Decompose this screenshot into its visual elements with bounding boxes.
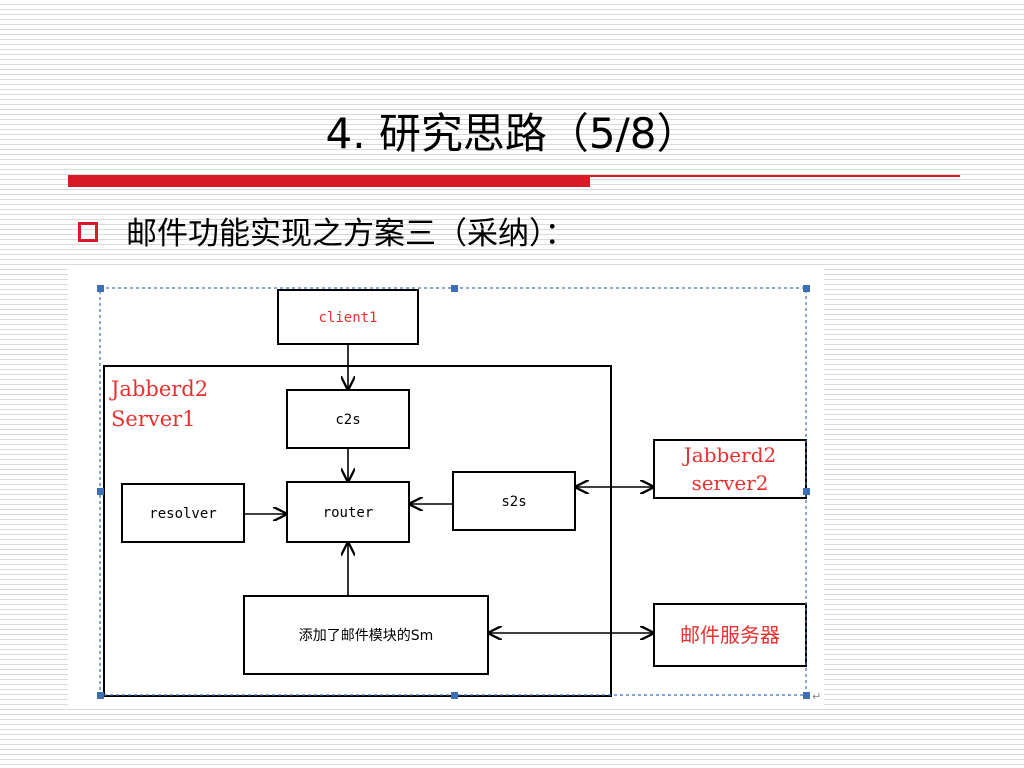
client1-label: client1	[318, 310, 377, 326]
selection-handle-bl[interactable]	[97, 692, 104, 699]
mail-server-label: 邮件服务器	[680, 623, 780, 647]
selection-handle-bm[interactable]	[451, 692, 458, 699]
selection-handles[interactable]	[97, 285, 810, 699]
resolver-label: resolver	[149, 506, 216, 522]
server1-label-line2: Server1	[111, 407, 196, 431]
router-label: router	[323, 505, 374, 521]
server1-label-line1: Jabberd2	[109, 377, 208, 401]
s2s-label: s2s	[501, 494, 526, 510]
selection-handle-br[interactable]	[803, 692, 810, 699]
paragraph-mark-icon: ↵	[812, 690, 821, 703]
server2-node	[653, 439, 807, 499]
selection-handle-mr[interactable]	[803, 488, 810, 495]
server2-label-line1: Jabberd2	[682, 443, 776, 467]
square-bullet-icon	[78, 222, 98, 242]
selection-handle-tl[interactable]	[97, 285, 104, 292]
selection-handle-tr[interactable]	[803, 285, 810, 292]
c2s-label: c2s	[335, 412, 360, 428]
title-underline-thin	[590, 175, 960, 177]
client1-node	[277, 289, 419, 345]
bullet-text: 邮件功能实现之方案三（采纳）：	[126, 216, 576, 252]
sm-mail-module-node	[243, 595, 489, 675]
selection-handle-ml[interactable]	[97, 488, 104, 495]
title-underline-thick	[68, 175, 590, 187]
server2-label-line2: server2	[691, 471, 768, 495]
server1-container	[103, 365, 612, 697]
architecture-diagram[interactable]: Jabberd2 Server1 client1 c2s resolver ro…	[68, 268, 824, 708]
resolver-node	[121, 483, 245, 543]
selection-handle-tm[interactable]	[451, 285, 458, 292]
sm-mail-module-label: 添加了邮件模块的Sm	[299, 628, 434, 644]
slide-title: 4. 研究思路（5/8）	[325, 109, 699, 158]
s2s-node	[452, 471, 576, 531]
